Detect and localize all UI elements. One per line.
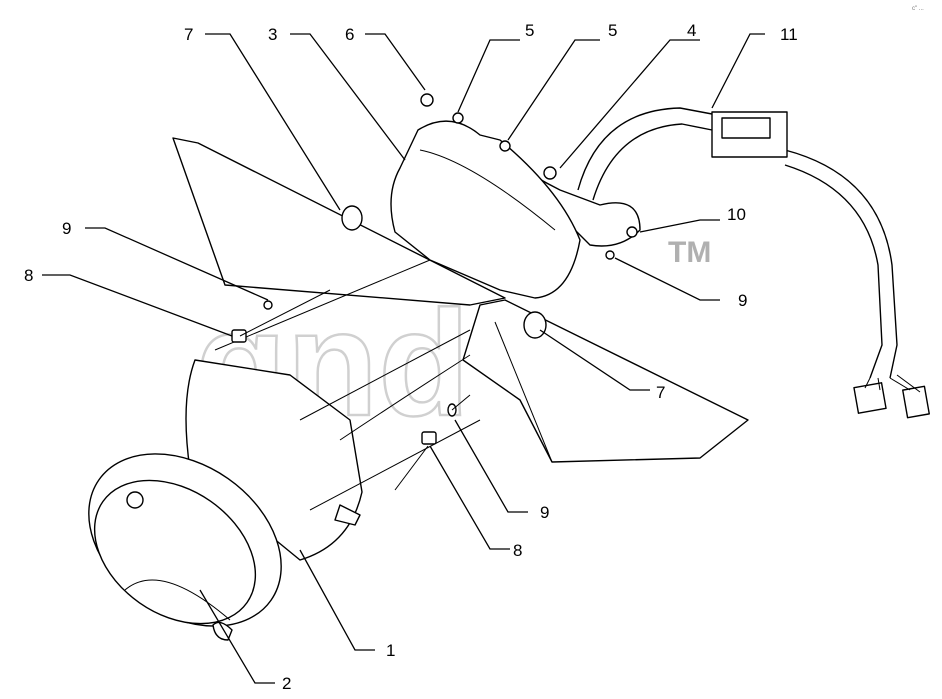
nut-4 xyxy=(543,166,557,180)
label-9-right: 9 xyxy=(738,291,747,310)
label-8-left: 8 xyxy=(24,266,33,285)
label-3: 3 xyxy=(268,25,277,44)
lens-face xyxy=(93,479,257,625)
mounting-plate-lower xyxy=(462,299,749,463)
washer-5a xyxy=(452,112,464,124)
plug-left xyxy=(853,382,887,414)
washer-9-left xyxy=(263,300,273,310)
label-10: 10 xyxy=(727,205,746,224)
plug-right xyxy=(902,385,930,419)
corner-mark: c" ... xyxy=(912,6,924,12)
fasteners xyxy=(231,93,638,491)
label-8-bottom: 8 xyxy=(513,541,522,560)
label-7-right: 7 xyxy=(656,383,665,402)
label-2: 2 xyxy=(282,674,291,693)
leader-lines xyxy=(42,33,765,684)
label-11: 11 xyxy=(780,25,798,44)
label-9-bottom: 9 xyxy=(540,503,549,522)
housing-shell xyxy=(390,120,581,299)
bolt-8-left xyxy=(231,329,247,343)
spacer-7-right xyxy=(523,311,547,339)
nut-10 xyxy=(626,226,638,238)
label-6: 6 xyxy=(345,25,354,44)
callout-numbers: 7 3 6 5 5 4 11 9 10 8 9 7 9 8 1 2 xyxy=(24,21,798,693)
washer-9-right xyxy=(605,250,615,260)
bolt-8-bottom xyxy=(421,431,437,445)
washer-5b xyxy=(499,140,511,152)
label-5-a: 5 xyxy=(525,21,534,40)
nut-6 xyxy=(420,93,434,107)
wire-harness xyxy=(577,107,930,419)
label-1: 1 xyxy=(386,641,395,660)
spacer-7-top xyxy=(341,205,363,231)
label-4: 4 xyxy=(687,21,696,40)
label-9-left: 9 xyxy=(62,219,71,238)
label-7-top: 7 xyxy=(184,25,193,44)
watermark-trademark: TM xyxy=(668,236,711,269)
label-5-b: 5 xyxy=(608,21,617,40)
lens-screw xyxy=(126,491,144,509)
